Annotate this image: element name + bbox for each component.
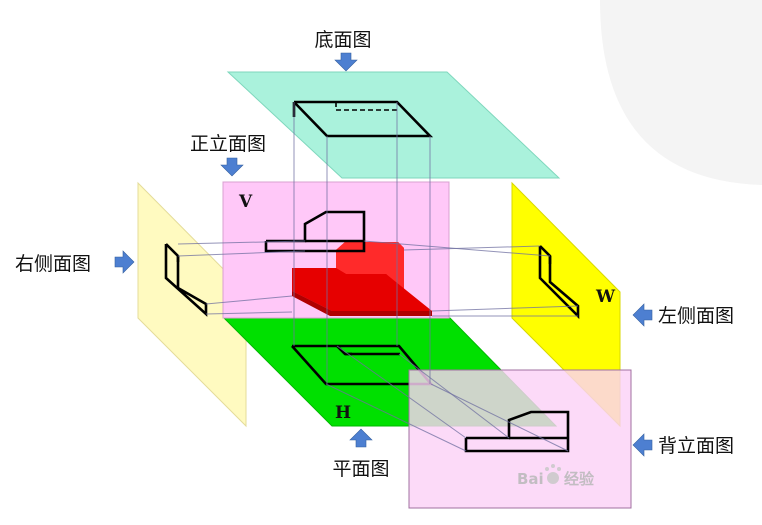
watermark-brand: Bai <box>517 470 544 488</box>
background-arc <box>600 0 762 185</box>
front-plane-drawing <box>264 210 366 253</box>
arrow-down-icon-bottom-view <box>334 52 358 72</box>
label-front-view: 正立面图 <box>190 133 266 155</box>
arrow-left-icon-back-view <box>632 433 653 457</box>
arrow-up-icon-plan-view <box>349 428 373 448</box>
arrow-right-icon-right-side-view <box>114 250 135 274</box>
label-plan-view: 平面图 <box>332 458 389 480</box>
back-plane-drawing <box>464 410 570 453</box>
baidu-watermark: Bai 经验 <box>517 464 595 488</box>
label-back-view: 背立面图 <box>658 435 734 457</box>
label-left-side-view: 左侧面图 <box>658 305 734 327</box>
paw-icon <box>547 472 559 484</box>
projection-lines <box>177 102 579 452</box>
plane-letter-h: H <box>335 403 351 423</box>
watermark-brand-suffix: 经验 <box>564 470 595 488</box>
right-side-plane <box>137 181 247 428</box>
arrow-left-icon-left-side-view <box>632 303 653 327</box>
plane-letter-w: W <box>595 287 616 307</box>
label-right-side-view: 右侧面图 <box>15 253 91 275</box>
bottom-plane <box>226 71 561 179</box>
arrow-down-icon-front-view <box>220 157 244 177</box>
label-bottom-view: 底面图 <box>314 29 371 51</box>
plane-letter-v: V <box>238 192 253 212</box>
